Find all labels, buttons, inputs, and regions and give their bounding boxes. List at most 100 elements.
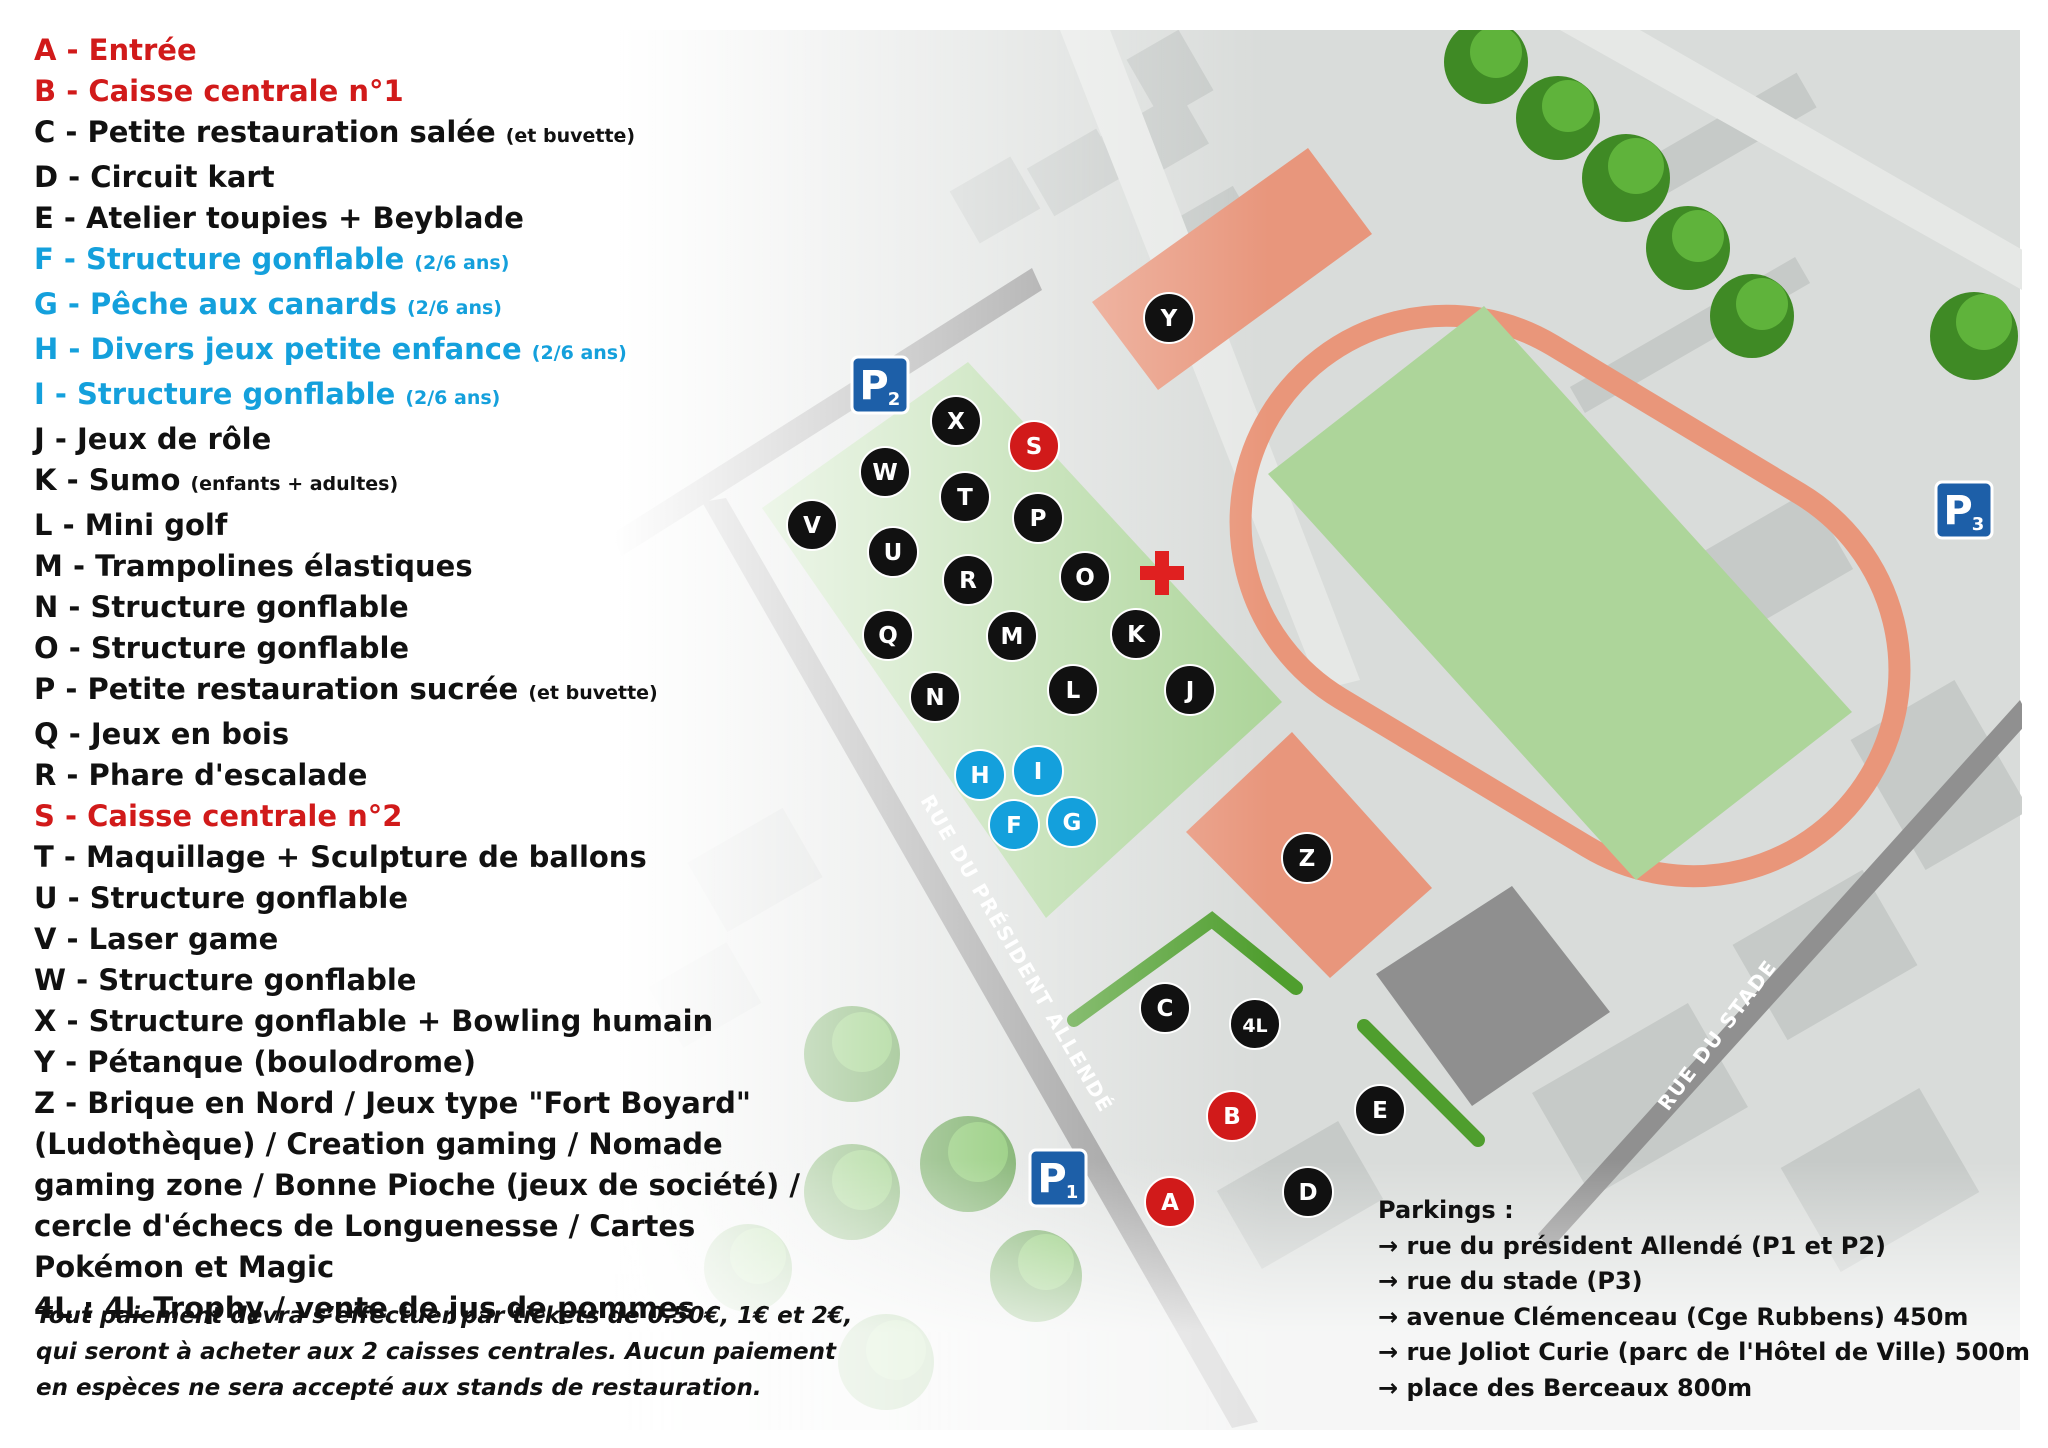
map-marker-label: G — [1063, 810, 1082, 836]
map-marker-circle — [1139, 982, 1191, 1034]
map-marker-label: 4L — [1242, 1015, 1267, 1037]
legend-item: D - Circuit kart — [34, 157, 854, 198]
map-marker-label: M — [1001, 624, 1024, 650]
map-marker-circle — [930, 395, 982, 447]
map-marker-circle — [1012, 492, 1064, 544]
map-marker-g: G — [1046, 796, 1098, 848]
map-marker-j: J — [1164, 664, 1216, 716]
map-marker-circle — [862, 609, 914, 661]
map-marker-label: F — [1006, 813, 1022, 839]
parking-sign-letter: P — [1943, 488, 1972, 534]
map-marker-c: C — [1139, 982, 1191, 1034]
map-marker-label: N — [925, 685, 944, 711]
legend-item-note: (2/6 ans) — [405, 387, 501, 409]
map-marker-circle — [939, 471, 991, 523]
map-marker-label: C — [1157, 996, 1174, 1022]
map-marker-circle — [1206, 1090, 1258, 1142]
map-marker-label: Q — [878, 623, 898, 649]
map-marker-f: F — [988, 799, 1040, 851]
legend-item-note: (et buvette) — [528, 682, 658, 704]
legend-item: F - Structure gonflable (2/6 ans) — [34, 239, 854, 284]
map-marker-circle — [1012, 745, 1064, 797]
legend-item-note: (2/6 ans) — [531, 342, 627, 364]
legend-item: U - Structure gonflable — [34, 878, 854, 919]
legend-item-text: S - Caisse centrale n°2 — [34, 799, 403, 833]
map-marker-circle — [988, 799, 1040, 851]
parking-item: → avenue Clémenceau (Cge Rubbens) 450m — [1378, 1302, 1969, 1331]
legend-item-text: K - Sumo — [34, 463, 191, 497]
map-marker-q: Q — [862, 609, 914, 661]
legend-item-note: (2/6 ans) — [414, 252, 510, 274]
legend-item-text: W - Structure gonflable — [34, 963, 417, 997]
legend-item-text: Z - Brique en Nord / Jeux type "Fort Boy… — [34, 1086, 800, 1284]
legend-item: P - Petite restauration sucrée (et buvet… — [34, 669, 854, 714]
parking-sign-box — [850, 355, 910, 415]
map-marker-label: T — [957, 485, 973, 511]
legend-item: S - Caisse centrale n°2 — [34, 796, 854, 837]
parking-sign-letter: P — [859, 363, 888, 409]
parking-item: → place des Berceaux 800m — [1378, 1373, 1753, 1402]
parking-sign-letter: P — [1037, 1156, 1066, 1202]
map-marker-circle — [954, 749, 1006, 801]
legend-item-text: T - Maquillage + Sculpture de ballons — [34, 840, 647, 874]
map-marker-o: O — [1059, 551, 1111, 603]
map-marker-circle — [867, 526, 919, 578]
map-marker-label: L — [1066, 678, 1081, 704]
legend-item-text: I - Structure gonflable — [34, 377, 406, 411]
map-marker-b: B — [1206, 1090, 1258, 1142]
legend-item-text: B - Caisse centrale n°1 — [34, 74, 404, 108]
legend-item: X - Structure gonflable + Bowling humain — [34, 1001, 854, 1042]
parking-sign-number: 2 — [888, 389, 901, 410]
map-marker-label: J — [1184, 678, 1195, 704]
map-marker-label: B — [1223, 1104, 1241, 1130]
map-marker-label: W — [872, 460, 897, 486]
map-marker-circle — [1110, 608, 1162, 660]
legend-item-text: F - Structure gonflable — [34, 242, 415, 276]
legend-item-text: Q - Jeux en bois — [34, 717, 290, 751]
parking-sign-number: 1 — [1066, 1182, 1079, 1203]
map-marker-label: I — [1034, 759, 1043, 785]
map-marker-h: H — [954, 749, 1006, 801]
legend-item-text: N - Structure gonflable — [34, 590, 409, 624]
map-marker-circle — [1047, 664, 1099, 716]
legend-item: G - Pêche aux canards (2/6 ans) — [34, 284, 854, 329]
map-marker-m: M — [986, 610, 1038, 662]
legend-item-text: 4L : 4L Trophy / vente de jus de pommes — [34, 1291, 695, 1325]
map-marker-r: R — [942, 554, 994, 606]
map-marker-a: A — [1144, 1176, 1196, 1228]
map-marker-p: P — [1012, 492, 1064, 544]
map-marker-circle — [1164, 664, 1216, 716]
map-marker-circle — [942, 554, 994, 606]
legend-item: T - Maquillage + Sculpture de ballons — [34, 837, 854, 878]
legend-item-text: J - Jeux de rôle — [34, 422, 272, 456]
map-marker-circle — [1143, 292, 1195, 344]
parking-item: → rue du président Allendé (P1 et P2) — [1378, 1231, 1886, 1260]
parking-sign-box — [1028, 1148, 1088, 1208]
legend-item: N - Structure gonflable — [34, 587, 854, 628]
map-marker-circle — [1354, 1084, 1406, 1136]
map-marker-circle — [909, 671, 961, 723]
map-marker-z: Z — [1281, 832, 1333, 884]
parking-item: → rue du stade (P3) — [1378, 1267, 1643, 1295]
map-marker-label: S — [1026, 434, 1043, 460]
map-marker-circle — [1282, 1166, 1334, 1218]
legend-item-text: P - Petite restauration sucrée — [34, 672, 529, 706]
legend-item: M - Trampolines élastiques — [34, 546, 854, 587]
legend-item: A - Entrée — [34, 30, 854, 71]
parkings-info: Parkings : → rue du président Allendé (P… — [1378, 1193, 2030, 1406]
map-marker-i: I — [1012, 745, 1064, 797]
map-marker-t: T — [939, 471, 991, 523]
legend-item-text: R - Phare d'escalade — [34, 758, 368, 792]
map-marker-circle — [859, 446, 911, 498]
legend-item: K - Sumo (enfants + adultes) — [34, 460, 854, 505]
map-marker-circle — [1229, 998, 1281, 1050]
payment-note: Tout paiement devra s’effectuer par tick… — [36, 1303, 853, 1401]
map-marker-circle — [786, 499, 838, 551]
legend-item: E - Atelier toupies + Beyblade — [34, 198, 854, 239]
